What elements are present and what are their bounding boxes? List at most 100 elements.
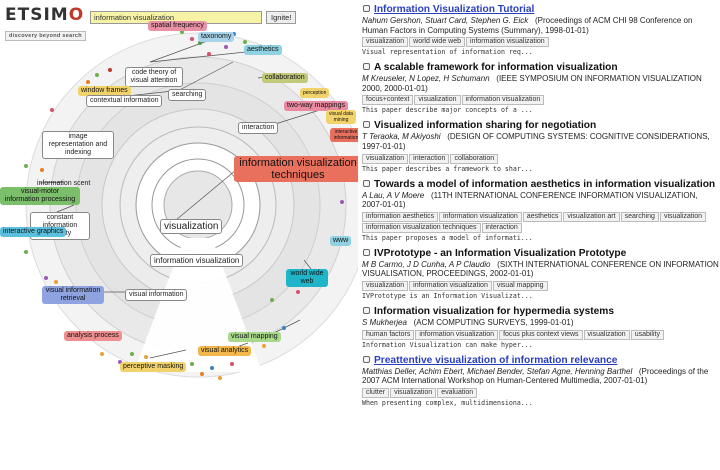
keyword-tag[interactable]: visualization	[362, 37, 409, 48]
keyword-visual-data-mining[interactable]: visual data mining	[326, 110, 356, 124]
keyword-tag[interactable]: focus plus context views	[499, 329, 583, 340]
result-citation: T Teraoka, M Akiyoshi (DESIGN OF COMPUTI…	[360, 132, 720, 151]
select-checkbox[interactable]	[363, 306, 370, 314]
result-title[interactable]: Preattentive visualization of informatio…	[360, 355, 720, 367]
concept-map-pane[interactable]: ETSIMO discovery beyond search informati…	[0, 0, 358, 470]
keyword-aesthetics[interactable]: aesthetics	[244, 45, 282, 55]
keyword-two-way-mappings[interactable]: two-way mappings	[284, 101, 348, 111]
result-source: (Proceedings of the 2007 ACM Internation…	[362, 366, 709, 386]
keyword-contextual-information[interactable]: contextual information	[86, 95, 163, 107]
keyword-perception[interactable]: perception	[300, 88, 330, 98]
keyword-code-theory[interactable]: code theory of visual attention	[125, 67, 183, 87]
keyword-perceptive-masking[interactable]: perceptive masking	[120, 362, 187, 372]
keyword-tag[interactable]: information visualization	[409, 280, 492, 291]
keyword-tag[interactable]: aesthetics	[522, 211, 563, 222]
keyword-window-frames[interactable]: window frames	[78, 86, 131, 96]
keyword-tag[interactable]: information visualization techniques	[362, 222, 481, 233]
result-title-text[interactable]: Information Visualization Tutorial	[374, 4, 535, 15]
keyword-tag[interactable]: usability	[630, 329, 664, 340]
result-citation: M Kreuseler, N Lopez, H Schumann (IEEE S…	[360, 74, 720, 93]
keyword-tag[interactable]: evaluation	[437, 387, 478, 398]
logo-tagline: discovery beyond search	[5, 31, 86, 41]
keyword-www[interactable]: www	[330, 236, 352, 246]
center-keyword[interactable]: visualization	[160, 219, 223, 234]
result-source: (Proceedings of ACM CHI 98 Conference on…	[362, 16, 693, 35]
keyword-tag[interactable]: information visualization	[439, 211, 522, 222]
keyword-tag[interactable]: visualization	[390, 387, 437, 398]
result-snippet: IVPrototype is an Information Visualizat…	[362, 291, 533, 300]
keyword-interactive-information[interactable]: interactive information	[330, 128, 358, 142]
keyword-tag[interactable]: collaboration	[450, 153, 499, 164]
select-checkbox[interactable]	[363, 355, 370, 363]
result-title[interactable]: A scalable framework for information vis…	[360, 62, 720, 74]
result-citation: A Lau, A V Moere (11TH INTERNATIONAL CON…	[360, 191, 720, 210]
result-item: Visualized information sharing for negot…	[360, 120, 720, 173]
keyword-information-scent[interactable]: information scent	[37, 180, 91, 187]
result-title[interactable]: Towards a model of information aesthetic…	[360, 179, 720, 191]
keyword-searching[interactable]: searching	[168, 89, 207, 101]
keyword-spatial-frequency[interactable]: spatial frequency	[148, 21, 207, 31]
keyword-collaboration[interactable]: collaboration	[262, 73, 308, 83]
focus-keyword-node[interactable]: information visualization techniques	[234, 156, 358, 182]
ignite-button[interactable]: Ignite!	[266, 11, 297, 24]
select-checkbox[interactable]	[363, 248, 370, 256]
select-checkbox[interactable]	[363, 63, 370, 71]
keyword-tag[interactable]: visual mapping	[492, 280, 548, 291]
result-title-text[interactable]: Towards a model of information aesthetic…	[374, 178, 716, 190]
result-item: A scalable framework for information vis…	[360, 62, 720, 115]
result-citation: S Mukherjea (ACM COMPUTING SURVEYS, 1999…	[360, 318, 720, 328]
keyword-tag[interactable]: information visualization	[461, 95, 545, 106]
keyword-tag[interactable]: interaction	[409, 153, 450, 164]
keyword-visual-information-retrieval[interactable]: visual information retrieval	[42, 286, 104, 304]
result-snippet: When presenting complex, multidimensiona…	[362, 398, 533, 407]
result-title[interactable]: IVPrototype - an Information Visualizati…	[360, 248, 720, 260]
result-title-text[interactable]: Preattentive visualization of informatio…	[374, 354, 618, 366]
keyword-tag[interactable]: searching	[620, 211, 659, 222]
keyword-tag[interactable]: information aesthetics	[362, 211, 439, 222]
keyword-visual-mapping[interactable]: visual mapping	[228, 332, 281, 342]
result-title[interactable]: Visualized information sharing for negot…	[360, 120, 720, 132]
keyword-world-wide-web[interactable]: world wide web	[286, 269, 328, 287]
result-item: IVPrototype - an Information Visualizati…	[360, 248, 720, 301]
keyword-tag[interactable]: information visualization	[466, 37, 549, 48]
result-title[interactable]: Information Visualization Tutorial	[360, 4, 720, 16]
keyword-tag[interactable]: visualization	[659, 211, 707, 222]
result-authors: Nahum Gershon, Stuart Card, Stephen G. E…	[362, 16, 529, 25]
keyword-tag[interactable]: visualization	[583, 329, 630, 340]
keyword-tag[interactable]: visualization	[414, 95, 461, 106]
keyword-tag[interactable]: information visualization	[415, 329, 499, 340]
keyword-tag[interactable]: human factors	[362, 329, 415, 340]
keyword-tag[interactable]: interaction	[481, 222, 522, 233]
keyword-visual-motor[interactable]: visual-motor information processing	[0, 187, 80, 205]
keyword-image-representation[interactable]: image representation and indexing	[42, 131, 114, 159]
result-snippet: This paper describes a framework to shar…	[362, 164, 533, 173]
select-checkbox[interactable]	[363, 121, 370, 129]
result-item: Towards a model of information aesthetic…	[360, 179, 720, 243]
result-snippet: Visual representation of information req…	[362, 48, 533, 57]
keyword-interactive-graphics[interactable]: interactive graphics	[0, 227, 67, 237]
keyword-taxonomy[interactable]: taxonomy	[198, 32, 235, 42]
result-title-text[interactable]: A scalable framework for information vis…	[374, 62, 618, 74]
ring-keyword-information-visualization[interactable]: information visualization	[150, 254, 244, 267]
keyword-analysis-process[interactable]: analysis process	[64, 331, 122, 341]
result-title[interactable]: Information visualization for hypermedia…	[360, 306, 720, 318]
select-checkbox[interactable]	[363, 179, 370, 187]
keyword-tag[interactable]: clutter	[362, 387, 390, 398]
keyword-tag[interactable]: world wide web	[409, 37, 465, 48]
select-checkbox[interactable]	[363, 5, 370, 12]
keyword-tag[interactable]: focus+context	[362, 95, 414, 106]
keyword-visual-analytics[interactable]: visual analytics	[198, 346, 252, 356]
keyword-tag[interactable]: visualization	[362, 280, 409, 291]
result-title-text[interactable]: IVPrototype - an Information Visualizati…	[374, 247, 627, 259]
result-citation: M B Carmo, J D Cunha, A P Claudio (SIXTH…	[360, 260, 720, 279]
keyword-tag[interactable]: visualization	[362, 153, 409, 164]
result-title-text[interactable]: Information visualization for hypermedia…	[374, 305, 615, 317]
keyword-interaction[interactable]: interaction	[238, 122, 279, 134]
keyword-visual-information[interactable]: visual information	[125, 289, 188, 301]
keyword-tag[interactable]: visualization art	[563, 211, 620, 222]
result-title-text[interactable]: Visualized information sharing for negot…	[374, 120, 597, 132]
